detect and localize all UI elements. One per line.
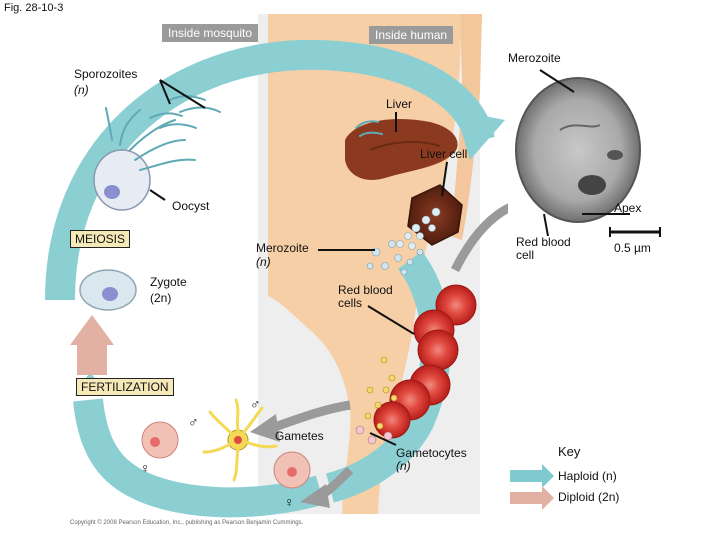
blood-stage-parasites [364, 356, 398, 430]
free-merozoites [366, 240, 424, 276]
male-gamete-flagella [202, 398, 278, 482]
liver-cell-merozoites [396, 207, 441, 250]
copyright-notice: Copyright © 2008 Pearson Education, Inc.… [70, 520, 304, 526]
cycle-arc-top [45, 39, 495, 301]
male-gamete-nucleus [234, 436, 242, 444]
liver-sporozoites [355, 120, 383, 137]
male-symbol-lower: ♂ [188, 414, 199, 430]
key-haploid-label: Haploid (n) [558, 469, 617, 483]
label-oocyst: Oocyst [172, 199, 210, 213]
leader-lines [149, 69, 630, 446]
micrograph-organelle [607, 150, 623, 160]
gametocyte-cells [355, 425, 393, 445]
haploid-swatch [510, 464, 554, 488]
label-red-blood-cell-1: Red blood [516, 235, 571, 249]
gray-arrowhead-gametes [250, 414, 280, 442]
gray-arrow-to-gametes [270, 400, 351, 433]
label-sporozoites: Sporozoites [74, 67, 138, 81]
label-zygote: Zygote [150, 275, 187, 289]
diploid-swatch [510, 486, 554, 510]
label-red-blood-cell-2: cell [516, 248, 535, 262]
zygote-nucleus [102, 287, 118, 301]
label-merozoite-top: Merozoite [508, 51, 561, 65]
gray-arrowhead-mosquito [300, 484, 330, 508]
label-fertilization: FERTILIZATION [76, 378, 174, 396]
label-liver: Liver [386, 97, 413, 111]
gray-arrow-to-micrograph [450, 200, 517, 273]
micrograph-detail [559, 124, 601, 131]
region-label-human: Inside human [369, 26, 454, 44]
female-gamete-right-nucleus [287, 467, 297, 477]
label-merozoite-mid-ploidy: (n) [256, 255, 271, 269]
label-red-blood-cells-1: Red blood [338, 283, 393, 297]
key-diploid-label: Diploid (2n) [558, 490, 620, 504]
label-gametocytes: Gametocytes [396, 446, 467, 460]
female-gamete-left [141, 421, 179, 459]
red-blood-cells [373, 284, 477, 439]
figure-number: Fig. 28-10-3 [4, 2, 64, 14]
liver [345, 119, 458, 180]
label-liver-cell: Liver cell [420, 147, 468, 161]
label-zygote-ploidy: (2n) [150, 291, 172, 305]
sporozoites [105, 95, 221, 171]
cycle-arc-bottom [73, 398, 325, 518]
male-symbol-upper: ♂ [250, 396, 261, 412]
label-apex: Apex [614, 201, 642, 215]
female-symbol-left: ♀ [140, 460, 151, 476]
merozoite-micrograph [515, 77, 641, 223]
label-gametes: Gametes [275, 429, 324, 443]
oocyst [93, 149, 151, 211]
female-symbol-right: ♀ [284, 494, 295, 510]
key-panel: Key Haploid (n) Diploid (2n) [480, 436, 680, 516]
region-label-mosquito: Inside mosquito [162, 24, 259, 42]
oocyst-nucleus [104, 185, 120, 199]
label-meiosis: MEIOSIS [70, 230, 131, 248]
key-title: Key [558, 444, 581, 459]
label-merozoite-mid: Merozoite [256, 241, 309, 255]
diploid-arrowhead [70, 315, 114, 345]
label-gametocytes-ploidy: (n) [396, 459, 411, 473]
female-gamete-left-nucleus [150, 437, 160, 447]
label-sporozoites-ploidy: (n) [74, 83, 89, 97]
micrograph-apex-dark [578, 175, 606, 195]
key-swatches [510, 464, 554, 510]
liver-detail [369, 140, 441, 151]
cycle-arrowhead-liver [455, 110, 505, 160]
label-scale-bar: 0.5 µm [614, 241, 651, 255]
label-red-blood-cells-2: cells [338, 296, 363, 310]
